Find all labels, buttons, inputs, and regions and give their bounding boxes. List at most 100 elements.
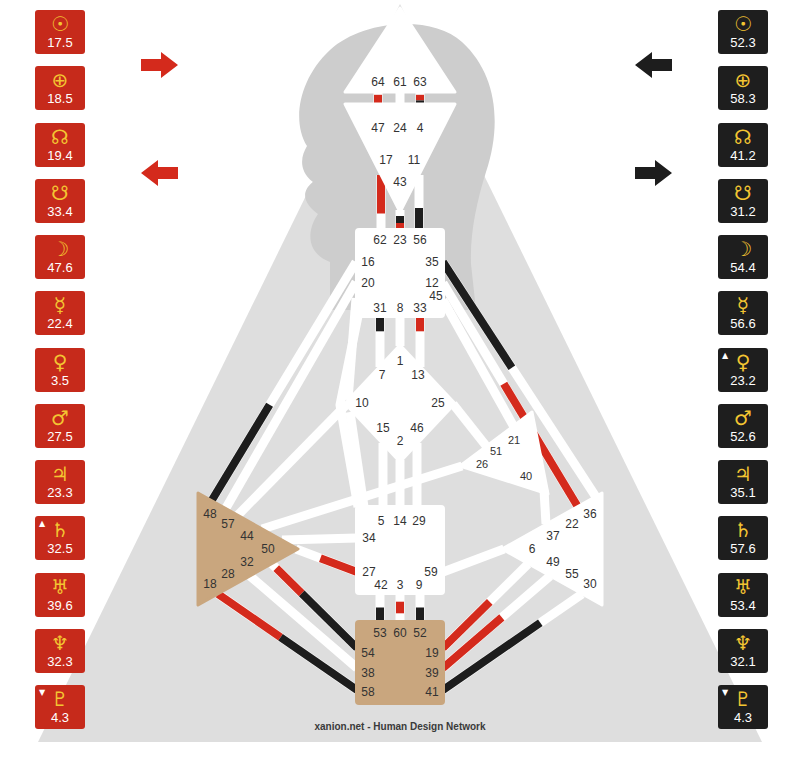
center-shape: 646163	[345, 8, 455, 92]
gate-number: 31	[373, 302, 386, 314]
gate-number: 62	[373, 234, 386, 246]
planet-box: ▼♇4.3	[35, 685, 85, 729]
center-outline	[458, 410, 550, 496]
gate-number: 9	[416, 579, 423, 591]
gate-number: 40	[520, 471, 532, 482]
gate-number: 44	[240, 530, 253, 542]
channel	[396, 593, 405, 622]
gate-number: 20	[361, 277, 374, 289]
planet-box: ☊19.4	[35, 123, 85, 167]
gate-activation	[415, 208, 423, 230]
personality-arrow	[635, 52, 672, 78]
planet-value: 23.3	[35, 486, 85, 499]
gate-number: 48	[203, 508, 216, 520]
planet-box: ▼♇4.3	[718, 685, 768, 729]
planet-box: ⊕ 58.3	[718, 66, 768, 110]
planet-value: 32.5	[35, 542, 85, 555]
retro-mark: ▼	[722, 689, 728, 697]
channel	[238, 404, 347, 515]
gate-number: 63	[413, 76, 426, 88]
planet-symbol: ☉	[718, 14, 768, 34]
planet-value: 56.6	[718, 317, 768, 330]
gate-number: 39	[425, 667, 438, 679]
retro-mark: ▼	[39, 689, 45, 697]
gate-activation	[416, 95, 424, 101]
planet-value: 23.2	[718, 374, 768, 387]
planet-box: ☊41.2	[718, 123, 768, 167]
planet-symbol: ♃	[35, 464, 85, 484]
gate-number: 18	[203, 578, 216, 590]
gate-number: 14	[393, 515, 406, 527]
planet-box: ♂ 52.6	[718, 404, 768, 448]
planet-box: ☽47.6	[35, 235, 85, 279]
channel	[376, 316, 385, 367]
planet-symbol: ☊	[35, 127, 85, 147]
gate-number: 61	[393, 76, 406, 88]
gate-number: 26	[476, 459, 488, 470]
gate-number: 23	[393, 234, 406, 246]
gate-number: 12	[425, 277, 438, 289]
planet-value: 41.2	[718, 149, 768, 162]
design-arrow	[141, 160, 178, 186]
planet-box: ☉52.3	[718, 10, 768, 54]
design-arrow	[141, 52, 178, 78]
center-fill	[198, 493, 298, 605]
center-fill	[502, 493, 602, 605]
planet-value: 18.5	[35, 92, 85, 105]
channel	[350, 412, 364, 507]
gate-number: 58	[361, 686, 374, 698]
planet-box: ♄57.6	[718, 516, 768, 560]
gate-number: 42	[374, 579, 387, 591]
gate-activation	[443, 262, 512, 368]
gate-activation	[218, 594, 281, 637]
center-shape: 514293427594239	[355, 505, 445, 595]
gate-activation	[443, 602, 490, 648]
gate-activation	[276, 568, 302, 593]
channel	[226, 282, 356, 508]
gate-number: 29	[412, 515, 425, 527]
planet-symbol: ⊕	[718, 70, 768, 90]
gate-number: 2	[397, 435, 404, 447]
gate-number: 27	[362, 566, 375, 578]
gate-activation	[376, 316, 384, 331]
planet-symbol: ☽	[35, 239, 85, 259]
planet-value: 32.1	[718, 655, 768, 668]
gate-activation	[376, 608, 384, 623]
gate-number: 24	[393, 122, 406, 134]
gate-activation	[320, 558, 357, 572]
planet-symbol: ☋	[718, 183, 768, 203]
planet-box: ☋31.2	[718, 179, 768, 223]
planet-value: 3.5	[35, 374, 85, 387]
gate-number: 49	[546, 556, 559, 568]
gate-number: 50	[261, 543, 274, 555]
gate-number: 55	[565, 568, 578, 580]
planet-value: 58.3	[718, 92, 768, 105]
gate-activation	[212, 405, 270, 500]
gate-number: 37	[546, 530, 559, 542]
planet-box: ♀3.5	[35, 348, 85, 392]
planet-box: ☿22.4	[35, 291, 85, 335]
gate-number: 34	[362, 532, 375, 544]
gate-number: 38	[361, 667, 374, 679]
gate-number: 1	[397, 355, 404, 367]
planet-value: 52.6	[718, 430, 768, 443]
planet-symbol: ♄	[35, 520, 85, 540]
planet-box: ♃ 23.3	[35, 460, 85, 504]
center-shape: 47244174311	[345, 104, 455, 212]
gate-number: 35	[425, 256, 438, 268]
planet-value: 32.3	[35, 655, 85, 668]
planet-symbol: ♅	[718, 577, 768, 597]
planet-box: ▲♄32.5	[35, 516, 85, 560]
gate-number: 7	[379, 369, 386, 381]
center-fill	[355, 620, 445, 705]
planet-symbol: ♃	[718, 464, 768, 484]
channel	[453, 404, 487, 447]
planet-value: 54.4	[718, 261, 768, 274]
gate-activation	[396, 602, 404, 614]
planet-box: ▲♀23.2	[718, 348, 768, 392]
channel	[443, 594, 582, 690]
planet-symbol: ♂	[718, 408, 768, 428]
channel	[443, 262, 596, 497]
gate-number: 51	[490, 446, 502, 457]
gate-activation	[281, 637, 357, 690]
